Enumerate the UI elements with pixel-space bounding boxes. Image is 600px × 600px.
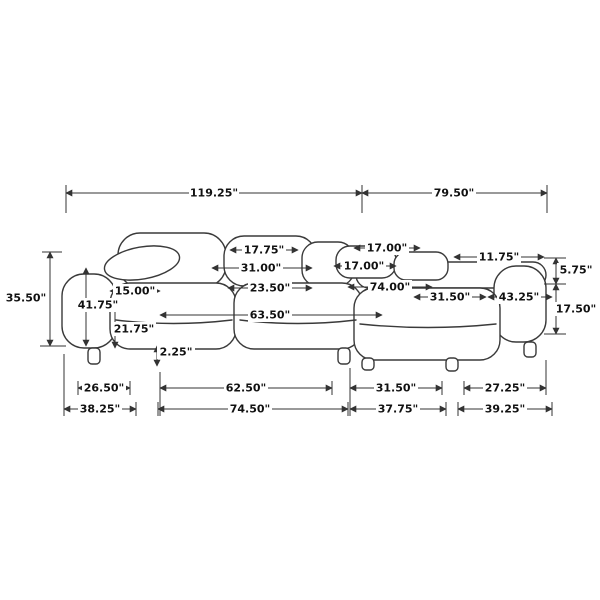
- dim-overall-width-left: 119.25": [189, 186, 239, 200]
- arm-lumbar-pillow: [103, 245, 181, 281]
- dim-bottom-row1-seat: 62.50": [224, 381, 268, 395]
- dim-label: 39.25": [485, 403, 526, 416]
- dim-label: 119.25": [190, 187, 238, 200]
- dimension-labels: 119.25" 79.50" 35.50" 17.75" 31.00" 17.0…: [3, 186, 597, 416]
- dim-label: 31.50": [430, 291, 471, 304]
- dim-back-pillow-width: 17.75": [242, 243, 286, 257]
- dim-lumbar-pillow-a: 17.00": [365, 241, 409, 255]
- dim-label: 17.00": [344, 260, 385, 273]
- dim-bottom-row2-chaise: 37.75": [376, 402, 420, 416]
- dim-right-seat-height: 17.50": [555, 302, 597, 316]
- dim-label: 35.50": [6, 292, 47, 305]
- dim-label: 74.50": [230, 403, 271, 416]
- dim-back-rail-height: 5.75": [557, 263, 595, 277]
- dim-bottom-row2-seat: 74.50": [228, 402, 272, 416]
- dim-label: 5.75": [560, 264, 593, 277]
- dim-label: 11.75": [479, 251, 520, 264]
- dim-lumbar-pillow-b: 17.00": [342, 259, 386, 273]
- dim-label: 79.50": [434, 187, 475, 200]
- sofa-leg: [337, 347, 351, 365]
- dim-bottom-row1-chaise: 31.50": [374, 381, 418, 395]
- dim-label: 17.50": [556, 303, 597, 316]
- sofa-leg: [361, 357, 375, 371]
- sofa-leg: [445, 357, 459, 372]
- chaise-seam: [359, 323, 497, 329]
- dim-leg-height: 2.25": [157, 345, 195, 359]
- dim-label: 27.25": [485, 382, 526, 395]
- dim-label: 41.75": [78, 299, 119, 312]
- sofa-outline-drawing: [61, 232, 547, 372]
- dim-label: 43.25": [499, 291, 540, 304]
- dim-chaise-overall-depth: 43.25": [497, 290, 541, 304]
- dim-chaise-seat-width: 31.50": [428, 290, 472, 304]
- dim-arm-height: 41.75": [76, 298, 120, 312]
- dim-label: 38.25": [80, 403, 121, 416]
- dim-label: 17.75": [244, 244, 285, 257]
- dim-label: 63.50": [250, 309, 291, 322]
- dim-chaise-back-length: 74.00": [368, 280, 412, 294]
- dim-bottom-row2-left: 38.25": [78, 402, 122, 416]
- dim-label: 15.00": [115, 285, 156, 298]
- sofa-leg: [87, 347, 101, 365]
- dim-label: 31.50": [376, 382, 417, 395]
- dim-label: 37.75": [378, 403, 419, 416]
- dim-back-cushion-width: 31.00": [239, 261, 283, 275]
- dim-bottom-row1-right: 27.25": [483, 381, 527, 395]
- dim-bottom-row2-right: 39.25": [483, 402, 527, 416]
- dim-overall-width-right: 79.50": [432, 186, 476, 200]
- dim-label: 21.75": [114, 323, 155, 336]
- dim-label: 26.50": [84, 382, 125, 395]
- dim-label: 31.00": [241, 262, 282, 275]
- dim-overall-height: 35.50": [3, 291, 49, 305]
- dim-seat-height: 21.75": [112, 322, 156, 336]
- dim-label: 23.50": [250, 282, 291, 295]
- chaise-pillow-b: [393, 251, 449, 281]
- dim-bottom-row1-left: 26.50": [82, 381, 126, 395]
- dim-right-back-width: 11.75": [477, 250, 521, 264]
- dim-arm-width: 15.00": [113, 284, 157, 298]
- dim-label: 62.50": [226, 382, 267, 395]
- dim-label: 17.00": [367, 242, 408, 255]
- dim-seat-depth: 23.50": [248, 281, 292, 295]
- sofa-leg: [523, 341, 537, 358]
- dim-label: 74.00": [370, 281, 411, 294]
- dim-label: 2.25": [160, 346, 193, 359]
- dim-seat-span: 63.50": [248, 308, 292, 322]
